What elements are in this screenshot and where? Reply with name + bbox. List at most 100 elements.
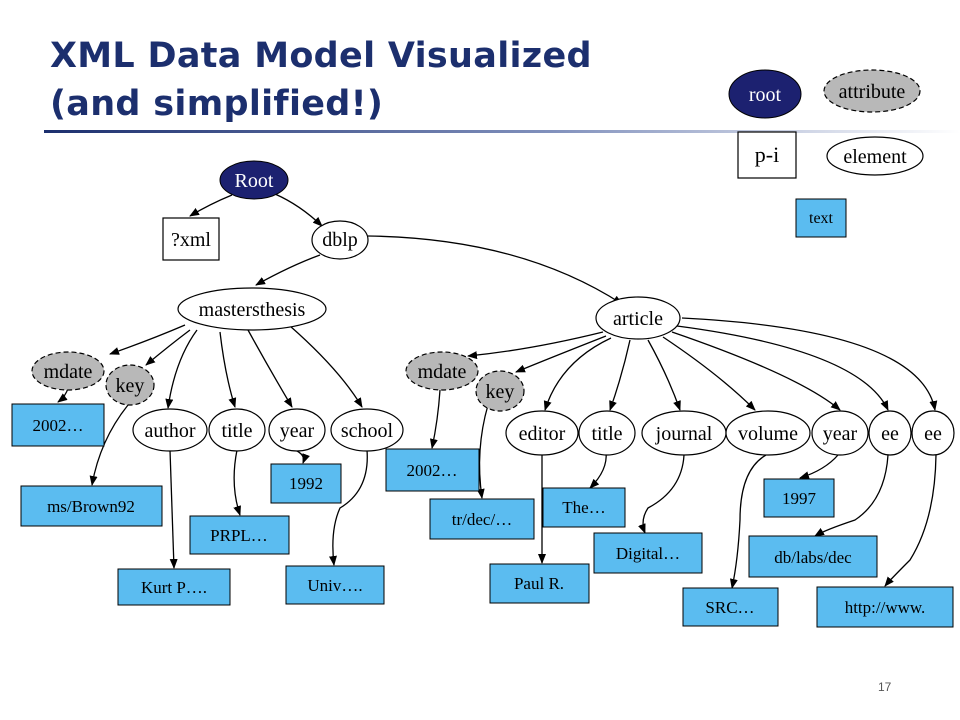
edge-ar-ee1-val xyxy=(814,454,889,537)
mt-year-label: year xyxy=(280,420,315,442)
legend-text-node xyxy=(795,198,847,238)
ar-volume-text-value: SRC… xyxy=(705,598,754,617)
edge-dblp-article xyxy=(367,235,623,305)
mt-author-element xyxy=(132,408,208,452)
mt-key-text-node xyxy=(20,485,163,527)
xml-pi-label: ?xml xyxy=(171,229,211,251)
ar-journal-text-value: Digital… xyxy=(616,544,680,563)
mt-mdate-text-value: 2002… xyxy=(33,416,84,435)
mt-title-text-node xyxy=(189,515,290,555)
mt-title-element xyxy=(208,408,266,452)
legend-pi-label: p-i xyxy=(755,142,779,167)
tree-edges xyxy=(57,193,938,589)
edge-ar-year-val xyxy=(799,454,839,480)
ar-year-text-node xyxy=(763,478,835,518)
slide-number: 17 xyxy=(878,680,892,694)
edge-ar-ee1 xyxy=(676,325,889,411)
mt-author-text-node xyxy=(117,568,231,606)
edge-ar-ee2 xyxy=(681,317,938,411)
legend-element-node xyxy=(826,136,924,176)
slide-title-line2: (and simplified!) xyxy=(50,84,384,124)
mt-title-label: title xyxy=(221,420,252,442)
edge-ar-mdate xyxy=(467,331,604,360)
ar-ee1-text-value: db/labs/dec xyxy=(774,548,852,567)
dblp-node xyxy=(311,220,369,260)
ar-ee1-element xyxy=(868,410,912,456)
mt-school-element xyxy=(330,408,404,452)
mt-author-label: author xyxy=(144,420,195,442)
text-value-nodes: 2002… ms/Brown92 Kurt P…. PRPL… 1992 Uni… xyxy=(11,403,954,628)
dblp-label: dblp xyxy=(322,229,358,251)
mt-mdate-text-node xyxy=(11,403,105,447)
mt-school-text-value: Univ…. xyxy=(307,576,362,595)
ar-title-text-node xyxy=(542,487,626,528)
edge-root-dblp xyxy=(274,193,323,227)
edge-mt-year xyxy=(247,329,293,408)
ar-editor-text-node xyxy=(489,563,590,604)
edge-ar-volume-val xyxy=(729,454,767,589)
mt-key-label: key xyxy=(116,375,145,397)
mt-year-text-value: 1992 xyxy=(289,474,323,493)
edge-ar-title xyxy=(609,339,631,411)
article-label: article xyxy=(613,308,663,330)
ar-year-text-value: 1997 xyxy=(782,489,817,508)
ar-title-text-value: The… xyxy=(562,498,605,517)
mt-key-attribute xyxy=(105,364,155,406)
ar-year-label: year xyxy=(823,423,858,445)
ar-year-element xyxy=(811,410,869,456)
edge-ar-mdate-val xyxy=(429,389,441,449)
edge-mt-mdate xyxy=(109,324,186,355)
ar-mdate-text-node xyxy=(385,448,480,492)
mastersthesis-label: mastersthesis xyxy=(199,299,306,321)
ar-ee2-text-node xyxy=(816,586,954,628)
legend-text-label: text xyxy=(809,210,834,227)
edge-mt-author xyxy=(165,329,198,409)
ar-ee2-text-value: http://www. xyxy=(845,598,926,617)
ar-key-label: key xyxy=(486,381,515,403)
edge-ar-title-val xyxy=(589,451,607,489)
ar-key-text-value: tr/dec/… xyxy=(452,510,512,529)
ar-mdate-label: mdate xyxy=(418,361,467,383)
ar-title-element xyxy=(578,410,636,456)
mt-school-text-node xyxy=(285,565,385,605)
ar-ee1-text-node xyxy=(748,535,878,578)
edge-mt-title-val xyxy=(233,449,241,516)
title-underline xyxy=(44,130,960,133)
ar-title-label: title xyxy=(591,423,622,445)
tree-nodes: Root ?xml dblp mastersthesis article mda… xyxy=(31,160,955,456)
legend-root-node xyxy=(728,69,802,119)
mt-key-text-value: ms/Brown92 xyxy=(47,497,135,516)
legend-root-label: root xyxy=(749,84,782,106)
ar-editor-text-value: Paul R. xyxy=(514,574,564,593)
ar-key-attribute xyxy=(475,370,525,412)
edge-ar-editor xyxy=(543,337,612,411)
legend-attribute-label: attribute xyxy=(839,81,906,103)
ar-volume-element xyxy=(725,410,811,456)
edge-root-xml xyxy=(189,194,233,217)
ar-ee2-element xyxy=(911,410,955,456)
root-node xyxy=(219,160,289,200)
ar-editor-label: editor xyxy=(519,423,566,445)
edge-mt-author-val xyxy=(169,449,178,569)
slide-title: XML Data Model Visualized (and simplifie… xyxy=(50,32,592,128)
mt-year-text-node xyxy=(270,463,342,504)
ar-key-text-node xyxy=(429,498,535,540)
legend-element-label: element xyxy=(843,146,907,168)
edge-mt-year-val xyxy=(294,449,310,464)
slide-title-line1: XML Data Model Visualized xyxy=(50,36,592,76)
mt-school-label: school xyxy=(341,420,394,442)
root-node-label: Root xyxy=(235,170,274,192)
ar-ee1-label: ee xyxy=(881,423,899,445)
ar-mdate-attribute xyxy=(405,351,479,391)
legend: root attribute p-i element text xyxy=(728,69,924,238)
xml-pi-node xyxy=(162,217,220,261)
mt-author-text-value: Kurt P…. xyxy=(141,578,207,597)
mt-mdate-label: mdate xyxy=(44,361,93,383)
edge-ar-year xyxy=(671,331,841,411)
edge-mt-title xyxy=(219,331,237,408)
article-node xyxy=(595,296,681,340)
mt-title-text-value: PRPL… xyxy=(210,526,268,545)
legend-attribute-node xyxy=(823,69,921,113)
edge-dblp-mastersthesis xyxy=(255,254,321,286)
